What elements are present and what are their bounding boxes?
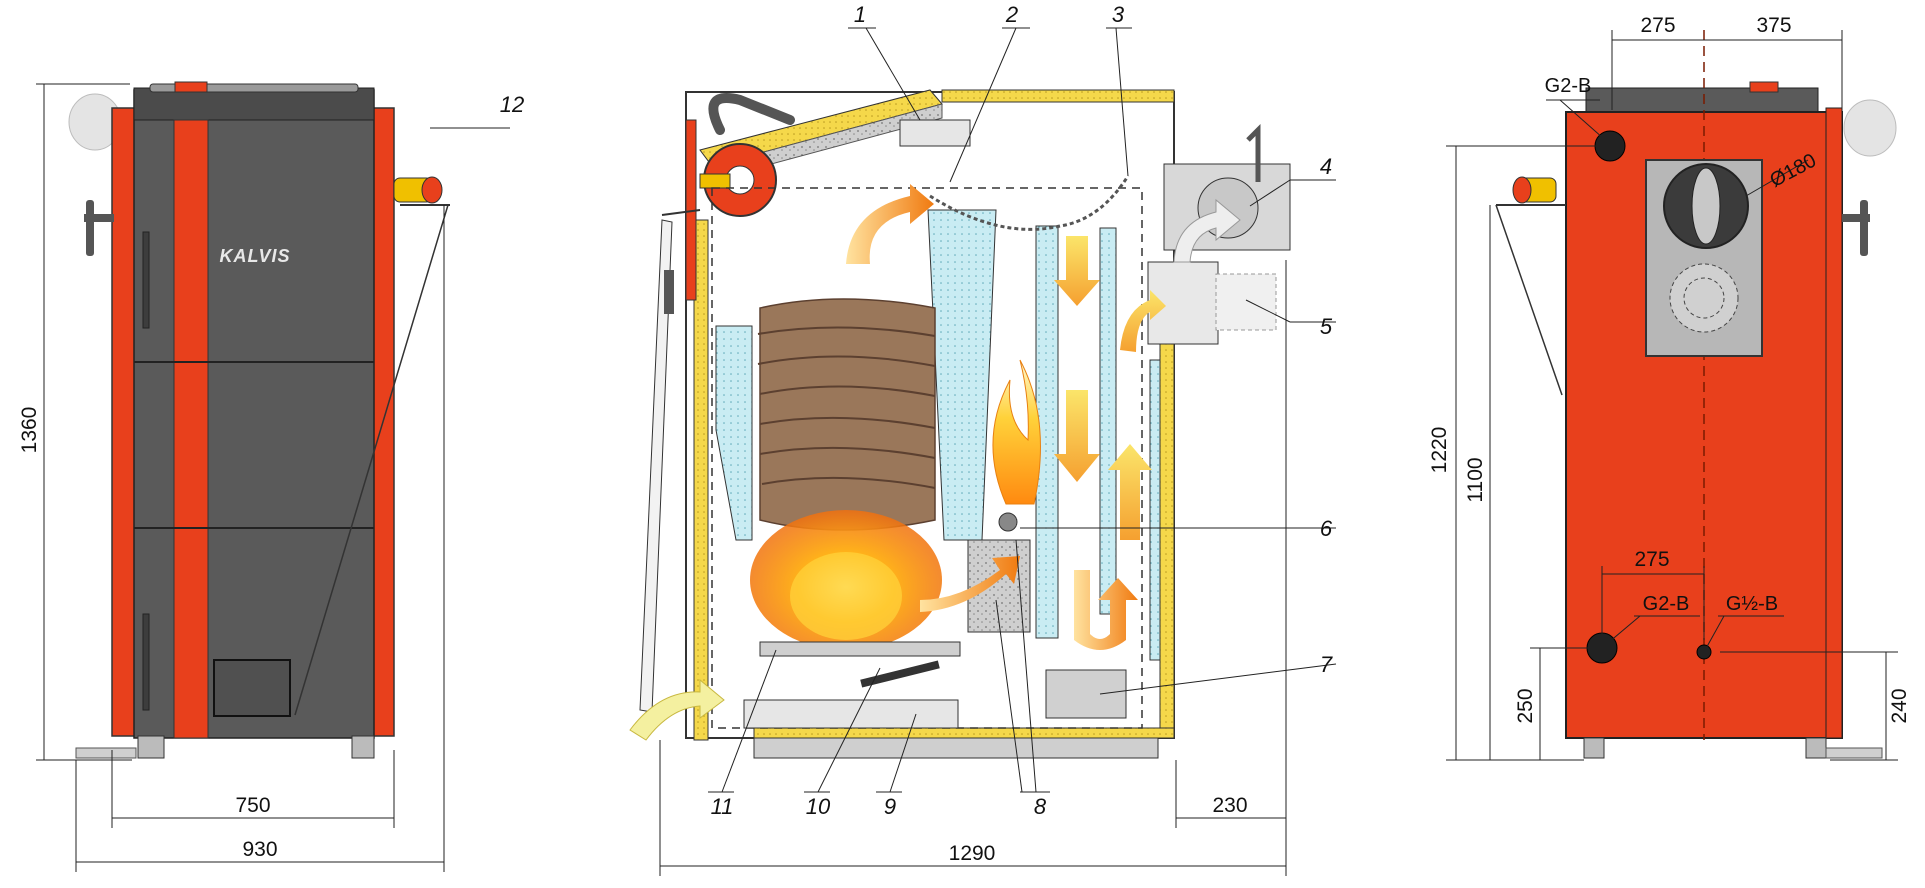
insulation-bottom (753, 727, 1175, 739)
callout-4: 4 (1320, 154, 1332, 179)
foot-right (351, 735, 375, 759)
flow-arrow-up-2 (1120, 290, 1166, 352)
label-return-g2b: G2-B (1643, 593, 1690, 615)
callout-10: 10 (806, 794, 831, 819)
dim-rear-height-return: 250 (1514, 688, 1537, 723)
lid-lever (708, 93, 795, 135)
flow-arrow-top-left (846, 184, 934, 264)
dim-section-flue-offset: 230 (1212, 794, 1247, 817)
pipe-ghost-right (1843, 99, 1897, 157)
insulation-front (693, 219, 709, 741)
side-handle-grip (86, 200, 94, 256)
flue-damper-rear (1691, 167, 1721, 245)
left-water-jacket (715, 325, 753, 541)
callout-11: 11 (711, 794, 734, 819)
front-view: KALVIS 1360 750 930 12 (18, 81, 524, 872)
dim-front-width-inner: 750 (235, 794, 270, 817)
callout-8: 8 (1034, 794, 1047, 819)
rear-top-red-cap (1749, 81, 1779, 93)
front-red-stripe (173, 119, 209, 739)
rear-bottom-pipe (1825, 747, 1883, 759)
dim-rear-bottom-spacing: 275 (1634, 548, 1669, 571)
dim-front-height: 1360 (18, 407, 41, 454)
door-chain (661, 209, 701, 216)
callout-3: 3 (1112, 2, 1125, 27)
firewood-stack (757, 298, 936, 531)
flow-arrow-flue (1173, 198, 1241, 263)
water-channel-3 (1149, 359, 1161, 661)
rear-regulator-chain (1495, 204, 1563, 396)
insulation-right (1159, 329, 1175, 731)
flow-arrow-up-1 (1108, 444, 1152, 540)
foot-left (137, 735, 165, 759)
callout-5: 5 (1320, 314, 1333, 339)
callout-12: 12 (500, 92, 524, 117)
ash-pan (743, 699, 959, 729)
label-outlet-g2b: G2-B (1545, 75, 1592, 97)
rear-side-strip-right (1825, 107, 1843, 739)
boiler-top-lid (133, 87, 375, 121)
flue-handle (1246, 123, 1261, 182)
boiler-front-panel (133, 89, 375, 739)
door-handle-lower (142, 613, 150, 711)
callout-9: 9 (884, 794, 896, 819)
base-plate (753, 737, 1159, 759)
rear-side-handle (1842, 214, 1870, 222)
ash-shaker (860, 660, 940, 688)
rear-side-handle-grip (1860, 200, 1868, 256)
callout-1: 1 (854, 2, 866, 27)
cleaning-box (1045, 669, 1127, 719)
top-duct (899, 119, 971, 147)
callout-2: 2 (1005, 2, 1018, 27)
air-chain (929, 175, 1130, 231)
bottom-pipe (75, 747, 137, 759)
dim-rear-height-top: 1100 (1464, 457, 1487, 502)
secondary-flame (992, 359, 1041, 505)
ash-door-inspection (213, 659, 291, 717)
dim-rear-top-left: 275 (1640, 14, 1675, 37)
callout-7: 7 (1320, 652, 1333, 677)
water-channel-2 (1099, 227, 1117, 615)
fire-core (790, 552, 902, 640)
brand-logo: KALVIS (219, 246, 290, 266)
nozzle-air-inlet (998, 512, 1018, 532)
dim-rear-height-drain: 240 (1888, 688, 1911, 723)
flow-arrow-down-1 (1054, 236, 1100, 306)
rear-regulator-cap (1512, 176, 1532, 204)
door-handle (664, 270, 674, 314)
dim-section-depth: 1290 (949, 842, 996, 865)
return-pipe-ghost (1215, 273, 1277, 331)
door-handle-upper (142, 231, 150, 329)
dim-rear-top-right: 375 (1756, 14, 1791, 37)
rear-foot-left (1583, 737, 1605, 759)
draft-regulator (294, 176, 450, 716)
section-view: 1290 230 1 2 3 4 5 6 7 8 9 10 11 (629, 2, 1337, 876)
dim-rear-height-outlet: 1220 (1428, 427, 1451, 474)
cleaning-port-rear (1669, 263, 1739, 333)
grate (759, 641, 961, 657)
fan-motor (699, 173, 731, 189)
firebox-outline (711, 187, 1143, 729)
flow-arrow-down-2 (1054, 390, 1100, 482)
rear-foot-right (1805, 737, 1827, 759)
top-red-cap (174, 81, 208, 93)
side-handle-left (84, 214, 114, 222)
cleaning-port-rear-inner (1683, 277, 1725, 319)
rear-view: 275 375 G2-B Ø180 1220 1100 275 G2-B G½-… (1428, 14, 1911, 761)
flow-arrow-bottom-u (1074, 570, 1138, 650)
primary-air-arrow (629, 678, 725, 741)
flow-arrow-fire (920, 556, 1020, 612)
label-drain-g-half-b: G½-B (1726, 593, 1778, 615)
dim-front-width-outer: 930 (242, 838, 277, 861)
callout-6: 6 (1320, 516, 1333, 541)
insulation-top (941, 89, 1175, 103)
